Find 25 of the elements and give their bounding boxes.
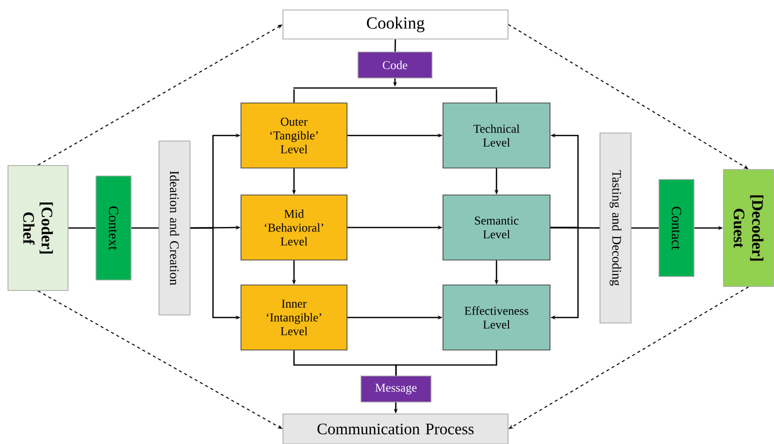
process-box: Code xyxy=(358,52,432,78)
level-box: Mid ‘Behavioral’ Level xyxy=(240,194,348,260)
connector-line xyxy=(68,227,96,229)
actor-box: [Decoder] Guest xyxy=(723,169,774,287)
level-box: Inner ‘Intangible’ Level xyxy=(240,284,348,350)
actor-box: [Coder] Chef xyxy=(8,165,68,291)
level-box: Semantic Level xyxy=(442,194,550,260)
process-box: Communication Process xyxy=(282,414,508,444)
connector-line xyxy=(293,89,295,103)
process-box: Message xyxy=(360,376,432,402)
level-box: Effectiveness Level xyxy=(442,284,550,350)
process-box: Cooking xyxy=(282,10,508,40)
connector-line xyxy=(496,89,498,103)
connector-line xyxy=(395,350,498,376)
process-box: Ideation and Creation xyxy=(158,140,190,316)
arrow xyxy=(550,226,579,320)
connector-line xyxy=(394,39,396,52)
connector-line xyxy=(631,227,659,229)
level-box: Outer ‘Tangible’ Level xyxy=(240,102,348,168)
level-box: Technical Level xyxy=(442,102,550,168)
process-box: Context xyxy=(96,176,132,280)
connector-line xyxy=(131,227,159,229)
process-box: Tasting and Decoding xyxy=(600,132,632,324)
connector-line xyxy=(550,227,600,229)
process-box: Contact xyxy=(658,179,694,277)
